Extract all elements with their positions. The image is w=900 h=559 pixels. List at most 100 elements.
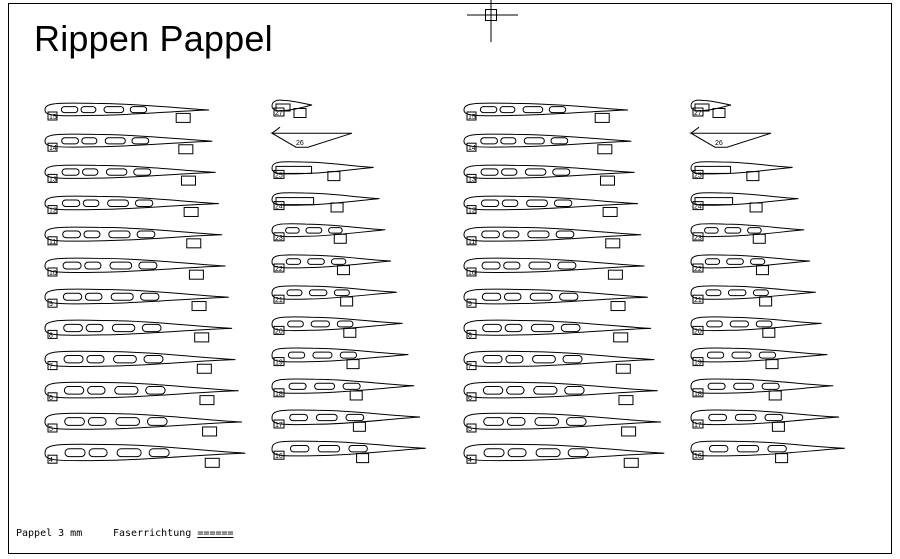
material-note: Pappel 3 mm xyxy=(16,528,83,539)
tip-rib: 25 xyxy=(271,161,374,182)
main-rib: 9 xyxy=(463,288,648,312)
main-rib: 9 xyxy=(44,288,229,312)
rib-number: 8 xyxy=(49,332,53,339)
main-rib: 7 xyxy=(463,350,655,374)
tip-rib: 26 xyxy=(270,126,353,148)
rib-number: 23 xyxy=(275,235,283,242)
main-rib: 14 xyxy=(44,133,213,155)
main-rib: 11 xyxy=(44,226,223,249)
tip-rib: 24 xyxy=(271,192,380,213)
rib-number: 19 xyxy=(275,360,283,367)
tip-rib: 23 xyxy=(690,223,805,244)
rib-number: 18 xyxy=(275,391,283,398)
rib-number: 9 xyxy=(468,301,472,308)
rib-number: 22 xyxy=(275,266,283,273)
main-rib: 12 xyxy=(44,195,219,217)
rib-number: 7 xyxy=(468,364,472,371)
rib-number: 26 xyxy=(296,140,304,147)
tip-rib: 17 xyxy=(690,409,840,432)
rib-number: 23 xyxy=(694,235,702,242)
ribs-layer: 15 14 13 12 11 10 9 8 7 6 5 4 27 26 25 24 23 22 21 20 19 18 17… xyxy=(44,99,845,468)
tip-rib: 21 xyxy=(690,285,816,307)
tip-rib: 20 xyxy=(271,316,403,338)
main-rib: 4 xyxy=(463,443,665,468)
tip-rib: 16 xyxy=(690,440,845,464)
rib-number: 17 xyxy=(694,422,702,429)
main-rib: 5 xyxy=(44,412,243,437)
main-rib: 4 xyxy=(44,443,246,468)
main-rib: 6 xyxy=(463,381,658,406)
main-rib: 13 xyxy=(44,164,216,186)
rib-number: 20 xyxy=(275,328,283,335)
rib-number: 11 xyxy=(49,239,56,246)
rib-number: 15 xyxy=(468,114,476,121)
drawing-title: Rippen Pappel xyxy=(34,18,273,59)
grain-direction-note: Faserrichtung ====== xyxy=(113,528,233,539)
rib-number: 25 xyxy=(694,172,702,179)
main-rib: 8 xyxy=(463,319,652,343)
tip-rib: 27 xyxy=(690,99,732,118)
rib-set: 15 14 13 12 11 10 9 8 7 6 5 4 27 26 25 24 23 22 21 20 19 18 17… xyxy=(44,99,426,468)
rib-number: 12 xyxy=(468,208,476,215)
tip-rib: 17 xyxy=(271,409,421,432)
rib-number: 6 xyxy=(49,395,53,402)
rib-number: 21 xyxy=(275,297,283,304)
rib-number: 18 xyxy=(694,391,702,398)
rib-number: 20 xyxy=(694,328,702,335)
rib-number: 16 xyxy=(694,453,702,460)
main-rib: 8 xyxy=(44,319,233,343)
rib-number: 4 xyxy=(468,457,472,464)
main-rib: 11 xyxy=(463,226,642,249)
rib-number: 7 xyxy=(49,364,53,371)
main-rib: 14 xyxy=(463,133,632,155)
tip-rib: 19 xyxy=(690,347,828,370)
tip-rib: 26 xyxy=(689,126,772,148)
rib-number: 27 xyxy=(275,110,283,117)
rib-number: 19 xyxy=(694,360,702,367)
main-rib: 15 xyxy=(463,102,629,123)
main-rib: 7 xyxy=(44,350,236,374)
rib-number: 9 xyxy=(49,301,53,308)
rib-number: 12 xyxy=(49,208,57,215)
rib-number: 24 xyxy=(275,204,283,211)
rib-number: 27 xyxy=(694,110,702,117)
tip-rib: 20 xyxy=(690,316,822,338)
rib-number: 21 xyxy=(694,297,702,304)
rib-number: 17 xyxy=(275,422,283,429)
tip-rib: 18 xyxy=(690,378,834,401)
rib-number: 16 xyxy=(275,453,283,460)
rib-number: 11 xyxy=(468,239,475,246)
main-rib: 6 xyxy=(44,381,239,406)
tip-rib: 16 xyxy=(271,440,426,464)
grain-direction-label: Faserrichtung xyxy=(113,528,192,539)
rib-number: 25 xyxy=(275,172,283,179)
tip-rib: 22 xyxy=(690,254,811,276)
rib-number: 5 xyxy=(468,426,472,433)
rib-number: 22 xyxy=(694,266,702,273)
main-rib: 13 xyxy=(463,164,635,186)
main-rib: 5 xyxy=(463,412,662,437)
rib-number: 26 xyxy=(715,140,723,147)
rib-number: 15 xyxy=(49,114,57,121)
rib-number: 4 xyxy=(49,457,53,464)
rib-set: 15 14 13 12 11 10 9 8 7 6 5 4 27 26 25 24 23 22 21 20 19 18 17… xyxy=(463,99,845,468)
rib-number: 10 xyxy=(49,270,57,277)
rib-number: 8 xyxy=(468,332,472,339)
main-rib: 10 xyxy=(463,257,645,280)
rib-number: 24 xyxy=(694,204,702,211)
tip-rib: 18 xyxy=(271,378,415,401)
rib-number: 13 xyxy=(49,176,57,183)
tip-rib: 22 xyxy=(271,254,392,276)
tip-rib: 27 xyxy=(271,99,313,118)
main-rib: 15 xyxy=(44,102,210,123)
rib-number: 14 xyxy=(468,145,476,152)
rib-number: 10 xyxy=(468,270,476,277)
rib-number: 6 xyxy=(468,395,472,402)
tip-rib: 19 xyxy=(271,347,409,370)
main-rib: 12 xyxy=(463,195,638,217)
tip-rib: 24 xyxy=(690,192,799,213)
rib-number: 13 xyxy=(468,176,476,183)
grain-direction-marker: ====== xyxy=(197,528,234,539)
